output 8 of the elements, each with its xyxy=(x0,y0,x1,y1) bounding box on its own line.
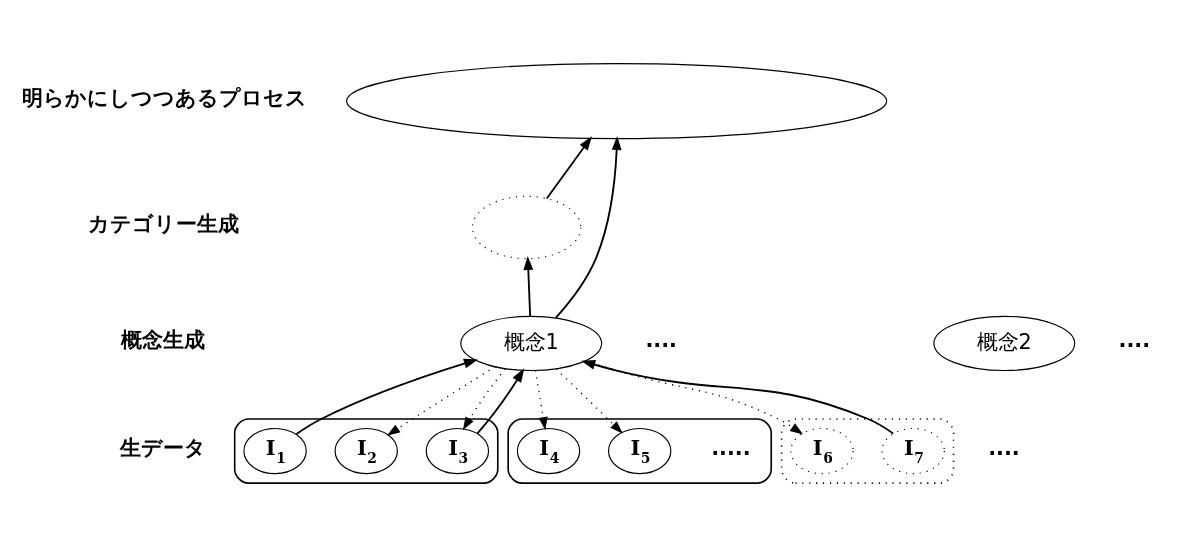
label: .... xyxy=(645,328,677,353)
label: ..... xyxy=(711,436,751,460)
label: 生データ xyxy=(120,436,207,460)
label: .... xyxy=(988,436,1020,460)
label: 明らかにしつつあるプロセス xyxy=(22,86,308,111)
label: 概念生成 xyxy=(121,328,206,353)
label: カテゴリー生成 xyxy=(88,212,240,237)
label: .... xyxy=(1118,328,1151,353)
